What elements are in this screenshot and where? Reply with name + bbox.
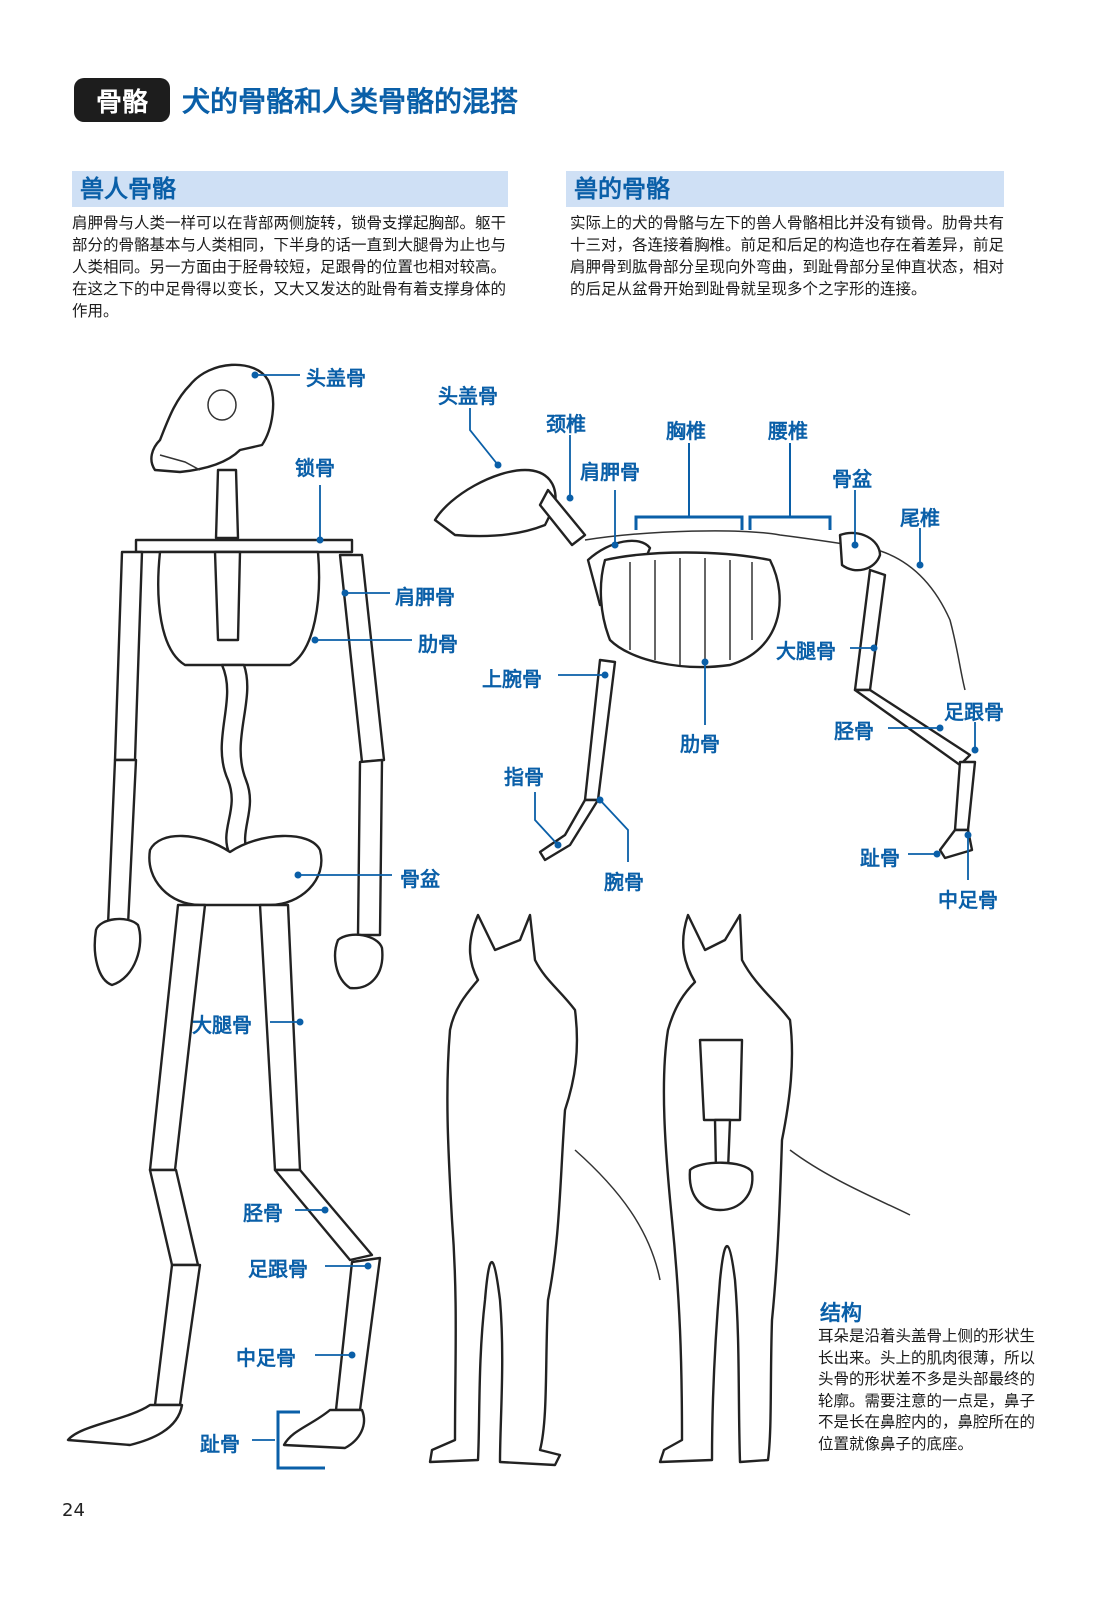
label-human-calcaneus: 足跟骨 bbox=[248, 1257, 308, 1281]
label-dog-humerus: 上腕骨 bbox=[482, 667, 542, 691]
label-dog-cervical: 颈椎 bbox=[546, 412, 586, 436]
label-dog-phalanx: 趾骨 bbox=[860, 846, 900, 870]
label-dog-tibia: 胫骨 bbox=[834, 719, 874, 743]
label-human-tibia: 胫骨 bbox=[243, 1201, 283, 1225]
werewolf-figures bbox=[428, 913, 911, 1467]
page-number: 24 bbox=[62, 1500, 85, 1521]
section-tag: 骨骼 bbox=[74, 78, 170, 122]
left-section-title: 兽人骨骼 bbox=[72, 171, 508, 207]
right-section-title: 兽的骨骼 bbox=[566, 171, 1004, 207]
werewolf-skeleton bbox=[66, 363, 386, 1450]
label-human-skull: 头盖骨 bbox=[306, 366, 366, 390]
left-section-body: 肩胛骨与人类一样可以在背部两侧旋转，锁骨支撑起胸部。躯干部分的骨骼基本与人类相同… bbox=[72, 214, 507, 320]
right-section-body: 实际上的犬的骨骼与左下的兽人骨骼相比并没有锁骨。肋骨共有十三对，各连接着胸椎。前… bbox=[570, 214, 1005, 298]
page-title: 犬的骨骼和人类骨骼的混搭 bbox=[182, 85, 519, 118]
label-dog-rib: 肋骨 bbox=[680, 732, 720, 756]
label-human-femur: 大腿骨 bbox=[192, 1013, 252, 1037]
label-dog-femur: 大腿骨 bbox=[776, 639, 836, 663]
label-dog-tail: 尾椎 bbox=[900, 506, 940, 530]
label-human-pelvis: 骨盆 bbox=[400, 867, 440, 891]
label-dog-thoracic: 胸椎 bbox=[666, 419, 706, 443]
label-dog-lumbar: 腰椎 bbox=[768, 419, 808, 443]
leader-lines bbox=[251, 371, 979, 1470]
label-dog-finger: 指骨 bbox=[504, 765, 544, 789]
note-body: 耳朵是沿着头盖骨上侧的形状生长出来。头上的肌肉很薄，所以头骨的形状差不多是头部最… bbox=[818, 1327, 1036, 1453]
label-dog-skull: 头盖骨 bbox=[438, 384, 498, 408]
label-human-scapula: 肩胛骨 bbox=[395, 585, 455, 609]
label-dog-metatarsal: 中足骨 bbox=[938, 888, 998, 912]
label-human-phalanx: 趾骨 bbox=[200, 1432, 240, 1456]
label-human-metatarsal: 中足骨 bbox=[236, 1346, 296, 1370]
label-human-clavicle: 锁骨 bbox=[295, 456, 335, 480]
label-dog-calcaneus: 足跟骨 bbox=[944, 700, 1004, 724]
label-dog-pelvis: 骨盆 bbox=[832, 467, 872, 491]
note-title: 结构 bbox=[820, 1301, 862, 1325]
label-dog-wrist: 腕骨 bbox=[604, 870, 644, 894]
label-human-rib: 肋骨 bbox=[418, 632, 458, 656]
label-dog-scapula: 肩胛骨 bbox=[580, 460, 640, 484]
